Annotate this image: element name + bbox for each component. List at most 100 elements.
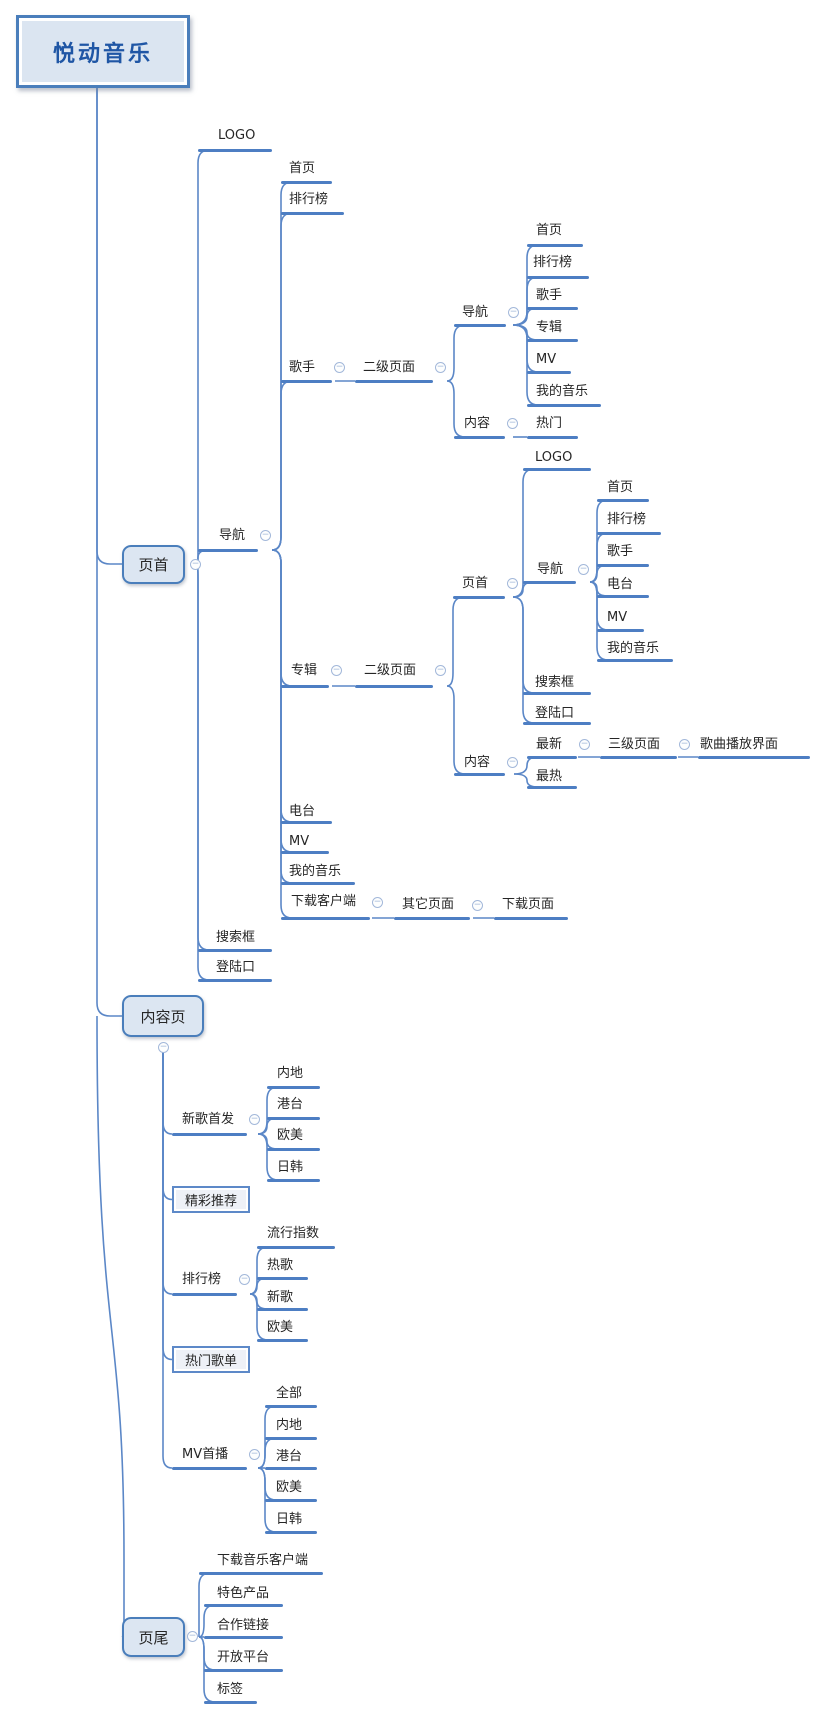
- node-underline: [265, 1499, 317, 1502]
- node-underline: [265, 1531, 317, 1534]
- node-underline: [527, 276, 589, 279]
- collapse-minus-icon-singers-l2[interactable]: −: [435, 362, 446, 373]
- node-label: 排行榜: [533, 255, 573, 270]
- node-underline: [355, 380, 433, 383]
- node-label: 电台: [607, 577, 634, 592]
- node-underline: [172, 1467, 247, 1470]
- collapse-minus-icon-singers-l2-content[interactable]: −: [507, 418, 518, 429]
- collapse-minus-icon-albums-l2-header[interactable]: −: [507, 578, 518, 589]
- node-label: 页首: [462, 576, 489, 591]
- node-underline: [281, 917, 370, 920]
- node-label: 特色产品: [217, 1586, 270, 1601]
- node-underline: [198, 949, 272, 952]
- node-underline: [597, 564, 649, 567]
- node-underline: [257, 1246, 335, 1249]
- node-label: 日韩: [277, 1160, 304, 1175]
- node-underline: [257, 1308, 308, 1311]
- node-footer[interactable]: 页尾: [122, 1617, 185, 1657]
- node-hot-playlists[interactable]: 热门歌单: [172, 1346, 250, 1373]
- node-label: 日韩: [276, 1512, 303, 1527]
- node-label: LOGO: [218, 128, 256, 143]
- collapse-minus-icon-mv-premiere[interactable]: −: [249, 1449, 260, 1460]
- node-underline: [281, 212, 344, 215]
- node-underline: [527, 436, 578, 439]
- collapse-minus-icon-ac-l3[interactable]: −: [679, 739, 690, 750]
- node-label: 其它页面: [402, 897, 455, 912]
- node-underline: [281, 821, 332, 824]
- collapse-minus-icon-nav-download[interactable]: −: [372, 897, 383, 908]
- node-featured[interactable]: 精彩推荐: [172, 1186, 250, 1213]
- node-label: 热歌: [267, 1258, 294, 1273]
- node-underline: [527, 786, 577, 789]
- collapse-minus-icon-new-songs[interactable]: −: [249, 1114, 260, 1125]
- node-underline: [453, 596, 505, 599]
- node-label: 欧美: [277, 1128, 304, 1143]
- collapse-minus-icon-ac-latest[interactable]: −: [579, 739, 590, 750]
- node-underline: [204, 1669, 283, 1672]
- node-content[interactable]: 内容页: [122, 995, 204, 1037]
- node-label: 新歌: [267, 1290, 294, 1305]
- node-label: 我的音乐: [607, 641, 660, 656]
- collapse-minus-icon-header[interactable]: −: [190, 559, 201, 570]
- node-label: 专辑: [291, 663, 318, 678]
- node-label: 首页: [536, 223, 563, 238]
- node-underline: [265, 1467, 317, 1470]
- node-label: 导航: [219, 528, 246, 543]
- node-underline: [198, 149, 272, 152]
- node-underline: [204, 1636, 283, 1639]
- node-underline: [523, 581, 576, 584]
- node-label: 歌手: [607, 544, 634, 559]
- node-underline: [281, 380, 332, 383]
- node-underline: [257, 1277, 308, 1280]
- node-label: 歌曲播放界面: [700, 737, 779, 752]
- node-label: 我的音乐: [289, 864, 342, 879]
- node-underline: [527, 244, 583, 247]
- node-underline: [172, 1293, 237, 1296]
- node-label: 港台: [277, 1097, 304, 1112]
- node-underline: [527, 339, 578, 342]
- node-underline: [597, 499, 649, 502]
- collapse-minus-icon-header-nav[interactable]: −: [260, 530, 271, 541]
- node-label: 欧美: [267, 1320, 294, 1335]
- node-label: MV: [289, 834, 310, 849]
- node-underline: [527, 307, 578, 310]
- collapse-minus-icon-singers-l2-nav[interactable]: −: [508, 307, 519, 318]
- node-label: 港台: [276, 1449, 303, 1464]
- node-label: 首页: [607, 480, 634, 495]
- node-underline: [597, 532, 661, 535]
- node-underline: [281, 685, 329, 688]
- node-label: 内地: [277, 1066, 304, 1081]
- node-label: 搜索框: [535, 675, 575, 690]
- collapse-minus-icon-content[interactable]: −: [158, 1042, 169, 1053]
- node-underline: [281, 851, 329, 854]
- node-header[interactable]: 页首: [122, 545, 185, 584]
- collapse-minus-icon-ranking[interactable]: −: [239, 1274, 250, 1285]
- node-underline: [527, 404, 601, 407]
- node-label: 歌手: [536, 288, 563, 303]
- node-label: 流行指数: [267, 1226, 320, 1241]
- node-root[interactable]: 悦动音乐: [16, 15, 190, 88]
- node-label: 排行榜: [289, 192, 329, 207]
- collapse-minus-icon-ah-nav[interactable]: −: [578, 564, 589, 575]
- collapse-minus-icon-nav-singers[interactable]: −: [334, 362, 345, 373]
- node-underline: [281, 181, 332, 184]
- node-label: 电台: [289, 804, 316, 819]
- node-label: 首页: [289, 161, 316, 176]
- node-underline: [204, 1701, 257, 1704]
- node-label: 登陆口: [216, 960, 256, 975]
- node-label: 内地: [276, 1418, 303, 1433]
- node-label: MV首播: [182, 1447, 229, 1462]
- node-label: LOGO: [535, 450, 573, 465]
- node-label: 热门: [536, 416, 563, 431]
- node-underline: [523, 468, 591, 471]
- node-underline: [597, 659, 673, 662]
- node-label: MV: [607, 610, 628, 625]
- collapse-minus-icon-albums-l2[interactable]: −: [435, 665, 446, 676]
- node-label: 下载页面: [502, 897, 555, 912]
- collapse-minus-icon-albums-l2-content[interactable]: −: [507, 757, 518, 768]
- collapse-minus-icon-footer[interactable]: −: [187, 1631, 198, 1642]
- node-label: 新歌首发: [182, 1112, 235, 1127]
- collapse-minus-icon-other-page[interactable]: −: [472, 900, 483, 911]
- collapse-minus-icon-nav-albums[interactable]: −: [331, 665, 342, 676]
